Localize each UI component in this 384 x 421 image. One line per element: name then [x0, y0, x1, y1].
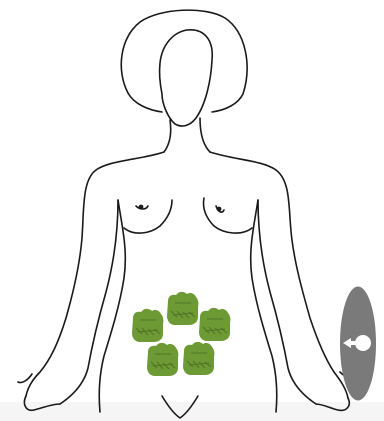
green-fist-icon: [199, 308, 230, 341]
side-control-handle[interactable]: [339, 285, 377, 402]
green-fist-icon: [183, 342, 214, 375]
green-fist-icon: [167, 292, 198, 325]
green-fist-icon: [132, 309, 163, 342]
green-fist-icon: [147, 343, 178, 376]
circle-arrow-left-icon: [339, 285, 377, 402]
